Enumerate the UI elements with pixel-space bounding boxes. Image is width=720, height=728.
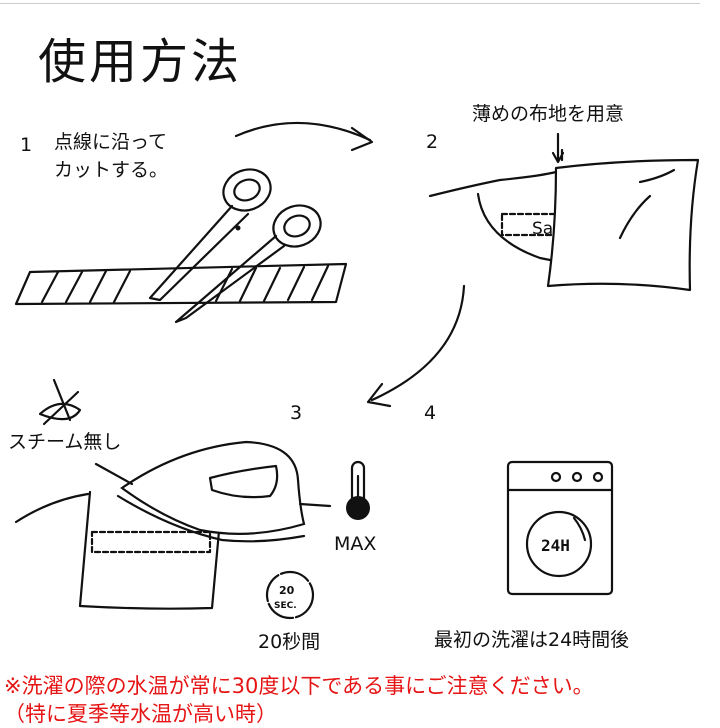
tape-strip [14, 262, 348, 306]
scissors-icon [148, 168, 322, 324]
duration-label: 20秒間 [258, 631, 321, 653]
warning-line2: （特に夏季等水温が高い時） [4, 702, 277, 726]
step1-caption-line2: カットする。 [54, 159, 169, 181]
arrow-step1-to-2-icon [234, 121, 374, 152]
no-steam-icon [38, 378, 82, 426]
fabric-under-iron-icon [14, 490, 222, 610]
step3-number: 3 [290, 402, 303, 424]
step4-caption: 最初の洗濯は24時間後 [434, 629, 630, 651]
iron-icon [94, 440, 332, 543]
step2-caption: 薄めの布地を用意 [472, 103, 625, 125]
step4-number: 4 [424, 402, 437, 424]
page-title: 使用方法 [38, 34, 243, 90]
step1-caption-line1: 点線に沿って [54, 131, 168, 153]
step1-number: 1 [20, 134, 33, 156]
steam-label: スチーム無し [8, 431, 122, 453]
temperature-label: MAX [334, 533, 377, 555]
timer-badge-bottom: SEC. [274, 601, 297, 611]
top-divider [0, 3, 700, 4]
warning-line1: ※洗濯の際の水温が常に30度以下である事にご注意ください。 [4, 674, 594, 698]
timer-badge-icon [265, 570, 315, 620]
arrow-step2-to-3-icon [366, 284, 466, 408]
thin-fabric-icon [546, 132, 700, 292]
badge-24h-text: 24H [541, 536, 570, 555]
timer-badge-top: 20 [279, 584, 295, 597]
thermometer-icon [346, 460, 370, 520]
step2-number: 2 [426, 131, 439, 153]
name-label-text: Sa [532, 219, 553, 239]
washing-machine-icon [506, 460, 614, 596]
